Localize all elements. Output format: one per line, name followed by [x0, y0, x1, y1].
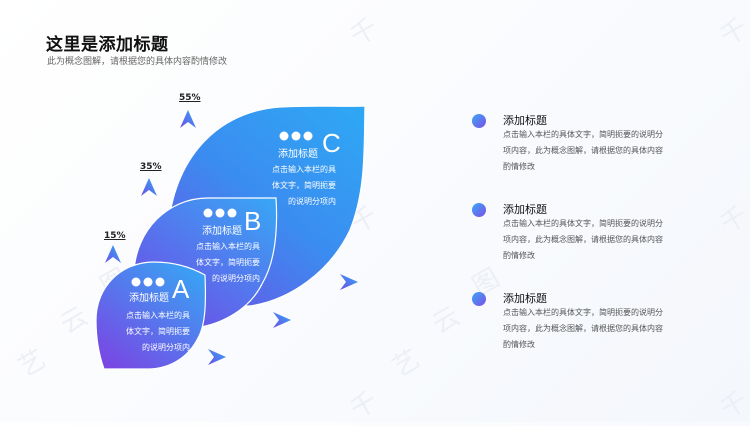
- blob-c-body: 点击输入本栏的具 体文字，简明扼要 的说明分项内: [272, 165, 336, 206]
- blob-a-body: 点击输入本栏的具 体文字，简明扼要 的说明分项内: [126, 311, 190, 352]
- percent-label-a: 15%: [104, 231, 126, 241]
- blob-a-heading: 添加标题: [129, 293, 169, 304]
- arrow-up-icon: [180, 110, 196, 128]
- bullet-dot-icon: [472, 203, 486, 217]
- blob-a-shape: [95, 261, 207, 370]
- percent-label-b: 35%: [140, 162, 162, 172]
- blob-c-heading: 添加标题: [278, 149, 318, 160]
- blob-b-body: 点击输入本栏的具 体文字，简明扼要 的说明分项内: [196, 242, 260, 283]
- item-body-1: 点击输入本栏的具体文字，简明扼要的说明分 项内容，此为概念图解，请根据您的具体内…: [503, 130, 663, 171]
- blob-a-letter: A: [172, 274, 190, 304]
- arrow-right-icon: [340, 274, 358, 290]
- item-title-1: 添加标题: [503, 114, 547, 127]
- arrow-right-icon: [273, 312, 291, 328]
- arrow-up-icon: [105, 245, 121, 263]
- item-title-3: 添加标题: [503, 292, 547, 305]
- item-body-2: 点击输入本栏的具体文字，简明扼要的说明分 项内容，此为概念图解，请根据您的具体内…: [503, 219, 663, 260]
- blob-b-letter: B: [244, 206, 262, 236]
- blob-b-heading: 添加标题: [202, 226, 242, 237]
- arrow-right-icon: [208, 349, 226, 365]
- item-body-3: 点击输入本栏的具体文字，简明扼要的说明分 项内容，此为概念图解，请根据您的具体内…: [503, 308, 663, 349]
- bullet-dot-icon: [472, 114, 486, 128]
- bullet-dot-icon: [472, 292, 486, 306]
- percent-label-c: 55%: [179, 93, 201, 103]
- page-subtitle: 此为概念图解，请根据您的具体内容酌情修改: [47, 57, 228, 67]
- page-title: 这里是添加标题: [46, 35, 169, 55]
- item-title-2: 添加标题: [503, 203, 547, 216]
- arrow-up-icon: [141, 178, 157, 196]
- blob-c-letter: C: [322, 128, 341, 158]
